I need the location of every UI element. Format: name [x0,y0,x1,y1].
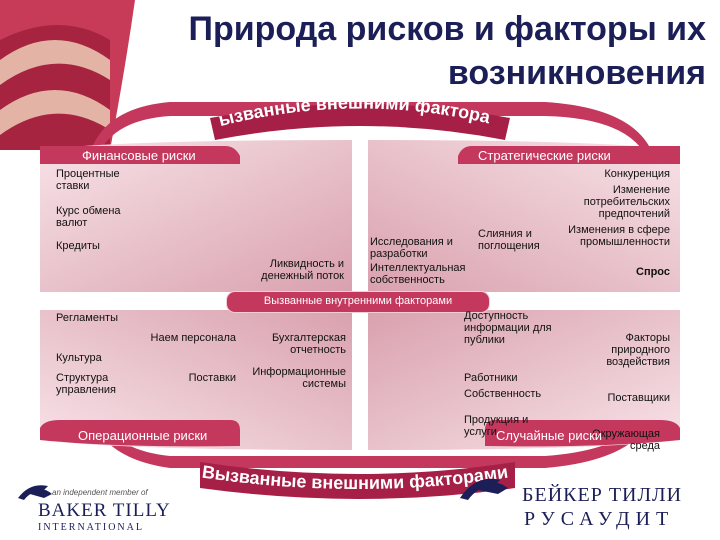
hazard-item: Поставщики [580,392,670,404]
strategic-risks-title: Стратегические риски [478,148,611,163]
right-logo-subname: РУСАУДИТ [524,508,674,531]
strategic-item: Слияния и поглощения [478,228,550,252]
hazard-item: Работники [464,372,556,384]
operational-item: Регламенты [56,312,146,324]
hazard-risks-title: Случайные риски [496,428,602,443]
financial-item: Кредиты [56,240,146,252]
right-logo-name: БЕЙКЕР ТИЛЛИ [522,484,682,507]
left-logo-subname: INTERNATIONAL [38,522,144,533]
strategic-item: Конкуренция [560,168,670,180]
hazard-item: Собственность [464,388,556,400]
financial-risks-title: Финансовые риски [82,148,196,163]
operational-item: Структура управления [56,372,146,396]
operational-item: Бухгалтерская отчетность [246,332,346,356]
baker-tilly-logo-icon [18,485,52,500]
financial-item: Курс обмена валют [56,205,146,229]
operational-item: Наем персонала [150,332,236,344]
strategic-item: Изменение потребительских предпочтений [560,184,670,220]
hazard-item: Доступность информации для публики [464,310,556,346]
left-logo-name: BAKER TILLY [38,500,171,522]
strategic-item: Спрос [560,266,670,278]
strategic-item: Изменения в сфере промышленности [560,224,670,248]
page-title-line-2: возникновения [448,54,706,92]
internal-factors-label: Вызванные внутренними факторами [226,291,490,313]
operational-item: Культура [56,352,146,364]
left-logo-tagline: an independent member of [52,488,148,497]
financial-item: Процентные ставки [56,168,146,192]
page-title-line-1: Природа рисков и факторы их [189,10,706,48]
financial-center-item: Ликвидность и денежный поток [244,258,344,282]
strategic-item: Интеллектуальная собственность [370,262,466,286]
operational-item: Информационные системы [246,366,346,390]
operational-item: Поставки [150,372,236,384]
strategic-item: Исследования и разработки [370,236,466,260]
hazard-item: Факторы природного воздействия [580,332,670,368]
operational-risks-title: Операционные риски [78,428,207,443]
